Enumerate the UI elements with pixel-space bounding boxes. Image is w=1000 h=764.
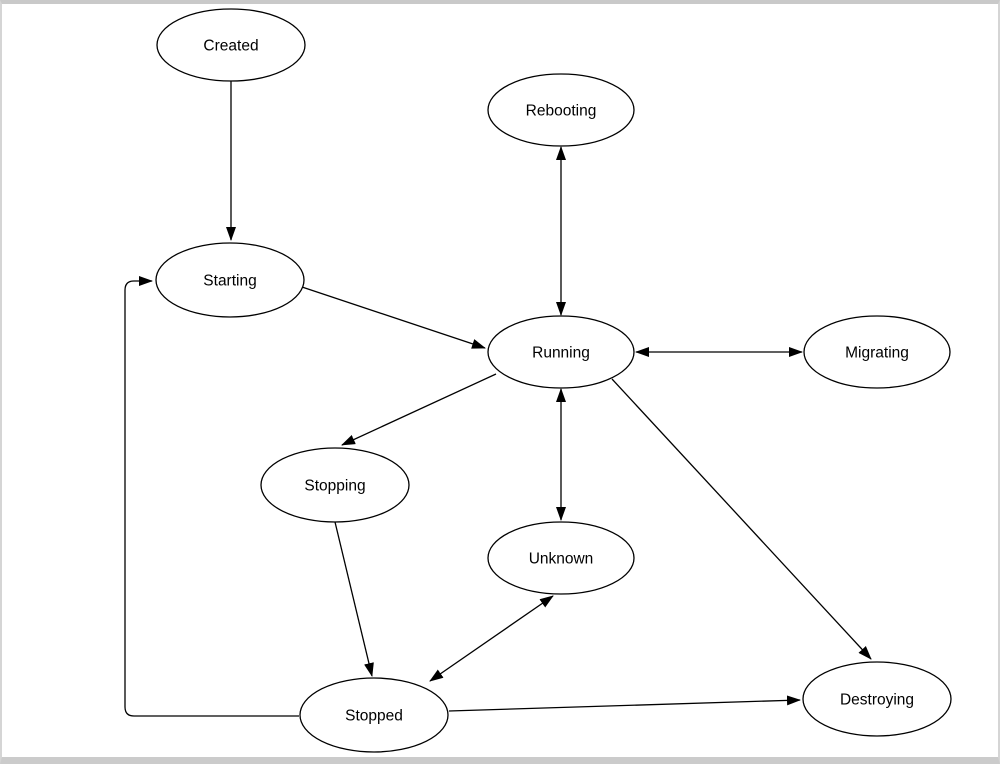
starting-label: Starting bbox=[203, 273, 256, 290]
running-label: Running bbox=[532, 345, 590, 362]
unknown-label: Unknown bbox=[529, 551, 594, 568]
edge-stopping-stopped bbox=[334, 521, 374, 677]
rebooting-ellipse bbox=[487, 73, 635, 147]
migrating-label: Migrating bbox=[845, 345, 909, 362]
edge-running-stopping bbox=[341, 373, 497, 446]
stopping-label: Stopping bbox=[304, 478, 365, 495]
stopped-label: Stopped bbox=[345, 708, 403, 725]
edge-stopped-destroying bbox=[448, 695, 801, 712]
state-node-starting: Starting bbox=[155, 242, 305, 318]
state-node-created: Created bbox=[156, 8, 306, 82]
stopping-ellipse bbox=[260, 447, 410, 523]
state-node-running: Running bbox=[487, 315, 635, 389]
state-node-stopping: Stopping bbox=[260, 447, 410, 523]
migrating-ellipse bbox=[803, 315, 951, 389]
created-label: Created bbox=[203, 38, 258, 55]
starting-ellipse bbox=[155, 242, 305, 318]
state-node-migrating: Migrating bbox=[803, 315, 951, 389]
destroying-label: Destroying bbox=[840, 692, 914, 709]
edge-running-destroying bbox=[611, 378, 872, 660]
edge-stopped-starting-loop bbox=[124, 276, 299, 717]
state-diagram-svg: Created Rebooting Starting Running Migra… bbox=[124, 8, 952, 753]
running-ellipse bbox=[487, 315, 635, 389]
edge-unknown-stopped bbox=[429, 595, 554, 682]
destroying-ellipse bbox=[802, 661, 952, 737]
nodes-layer: Created Rebooting Starting Running Migra… bbox=[155, 8, 952, 753]
state-node-unknown: Unknown bbox=[487, 521, 635, 595]
state-node-rebooting: Rebooting bbox=[487, 73, 635, 147]
state-node-stopped: Stopped bbox=[299, 677, 449, 753]
created-ellipse bbox=[156, 8, 306, 82]
edges-layer bbox=[124, 81, 872, 717]
stopped-ellipse bbox=[299, 677, 449, 753]
edge-starting-running bbox=[301, 286, 486, 349]
rebooting-label: Rebooting bbox=[526, 103, 597, 120]
unknown-ellipse bbox=[487, 521, 635, 595]
state-node-destroying: Destroying bbox=[802, 661, 952, 737]
